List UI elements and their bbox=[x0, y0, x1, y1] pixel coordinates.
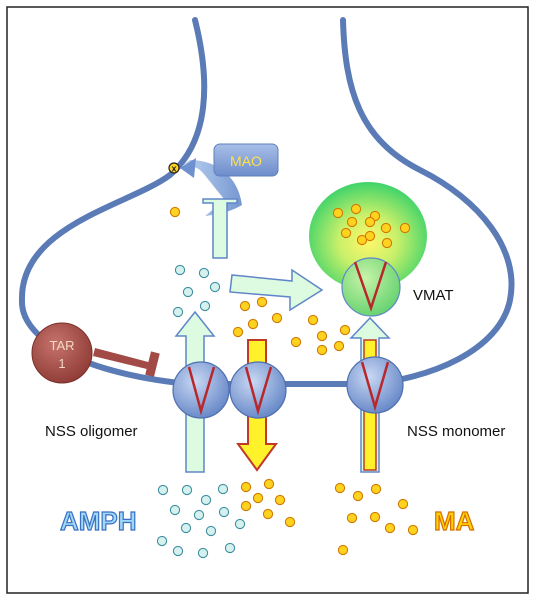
amph-molecule bbox=[200, 494, 212, 506]
ma-molecule bbox=[263, 478, 275, 490]
ma-molecule bbox=[271, 312, 283, 324]
ma-molecule bbox=[247, 318, 259, 330]
ma-molecule bbox=[340, 227, 352, 239]
amph-molecule bbox=[197, 547, 209, 559]
tar1-label-line1: TAR bbox=[49, 338, 74, 353]
nss-oligomer-left-v bbox=[187, 366, 216, 416]
ma-molecule bbox=[380, 222, 392, 234]
metabolite-particle bbox=[168, 162, 180, 174]
ma-molecule bbox=[399, 222, 411, 234]
frame-border bbox=[6, 6, 529, 594]
ma-molecule bbox=[364, 216, 376, 228]
ma-molecule bbox=[370, 483, 382, 495]
nss-oligomer-right bbox=[229, 361, 287, 419]
ma-molecule bbox=[352, 490, 364, 502]
presynaptic-membrane bbox=[18, 17, 515, 387]
ma-molecule bbox=[346, 512, 358, 524]
nss-monomer-label: NSS monomer bbox=[407, 423, 505, 440]
ma-molecule bbox=[332, 207, 344, 219]
metabolite-mark: x bbox=[171, 164, 176, 174]
mao-arrow-head bbox=[180, 158, 196, 178]
ma-molecule bbox=[307, 314, 319, 326]
tar1-label-line2: 1 bbox=[58, 356, 65, 371]
vmat-label: VMAT bbox=[413, 287, 454, 304]
ma-molecule bbox=[284, 516, 296, 528]
amph-to-vmat-arrow bbox=[229, 268, 324, 312]
ma-molecule bbox=[350, 203, 362, 215]
amph-molecule bbox=[172, 545, 184, 557]
ma-molecule bbox=[240, 500, 252, 512]
amph-molecule bbox=[224, 542, 236, 554]
ma-molecule bbox=[262, 508, 274, 520]
ma-molecule bbox=[369, 511, 381, 523]
nss-oligomer-label: NSS oligomer bbox=[45, 423, 138, 440]
amph-molecule bbox=[169, 504, 181, 516]
ma-molecule bbox=[397, 498, 409, 510]
mao-label: MAO bbox=[230, 153, 262, 169]
tar1-inhibition-bar bbox=[93, 348, 152, 370]
nss-monomer bbox=[346, 356, 404, 414]
vmat-transporter bbox=[341, 257, 401, 317]
ma-molecule bbox=[407, 524, 419, 536]
ma-molecule bbox=[346, 216, 358, 228]
amph-molecule bbox=[181, 484, 193, 496]
tar1-receptor bbox=[31, 322, 93, 384]
amph-label: AMPH bbox=[60, 506, 137, 536]
amph-molecule bbox=[182, 286, 194, 298]
nss-monomer-v bbox=[360, 361, 390, 412]
nss-oligomer-right-v bbox=[244, 366, 273, 416]
ma-molecule bbox=[316, 330, 328, 342]
amph-molecule bbox=[218, 506, 230, 518]
amph-molecule bbox=[193, 509, 205, 521]
amph-molecule bbox=[209, 281, 221, 293]
nss-oligomer-left bbox=[172, 361, 230, 419]
amph-molecule bbox=[157, 484, 169, 496]
amph-molecule bbox=[234, 518, 246, 530]
ma-molecule bbox=[364, 230, 376, 242]
ma-molecule bbox=[384, 522, 396, 534]
molecule-particles bbox=[156, 203, 419, 559]
ma-molecule bbox=[169, 206, 181, 218]
ma-molecule bbox=[290, 336, 302, 348]
ma-molecule bbox=[316, 344, 328, 356]
tar1-inhibition-cap bbox=[145, 351, 160, 377]
ma-molecule bbox=[240, 481, 252, 493]
ma-molecule bbox=[339, 324, 351, 336]
ma-molecule bbox=[252, 492, 264, 504]
amph-inhibits-mao bbox=[202, 198, 238, 259]
ma-molecule bbox=[256, 296, 268, 308]
ma-molecule bbox=[239, 300, 251, 312]
ma-molecule bbox=[356, 234, 368, 246]
amph-molecule bbox=[172, 306, 184, 318]
amph-molecule bbox=[205, 525, 217, 537]
ma-molecule bbox=[381, 237, 393, 249]
ma-molecule bbox=[337, 544, 349, 556]
ma-molecule bbox=[333, 340, 345, 352]
ma-molecule bbox=[334, 482, 346, 494]
amph-molecule bbox=[174, 264, 186, 276]
amph-molecule bbox=[180, 522, 192, 534]
vmat-v-mark bbox=[353, 261, 388, 312]
ma-label: MA bbox=[434, 506, 475, 536]
ma-molecule bbox=[274, 494, 286, 506]
amph-molecule bbox=[156, 535, 168, 547]
mao-enzyme-box bbox=[213, 143, 279, 177]
amph-molecule bbox=[198, 267, 210, 279]
amph-molecule bbox=[217, 483, 229, 495]
amph-molecule bbox=[199, 300, 211, 312]
ma-molecule bbox=[232, 326, 244, 338]
